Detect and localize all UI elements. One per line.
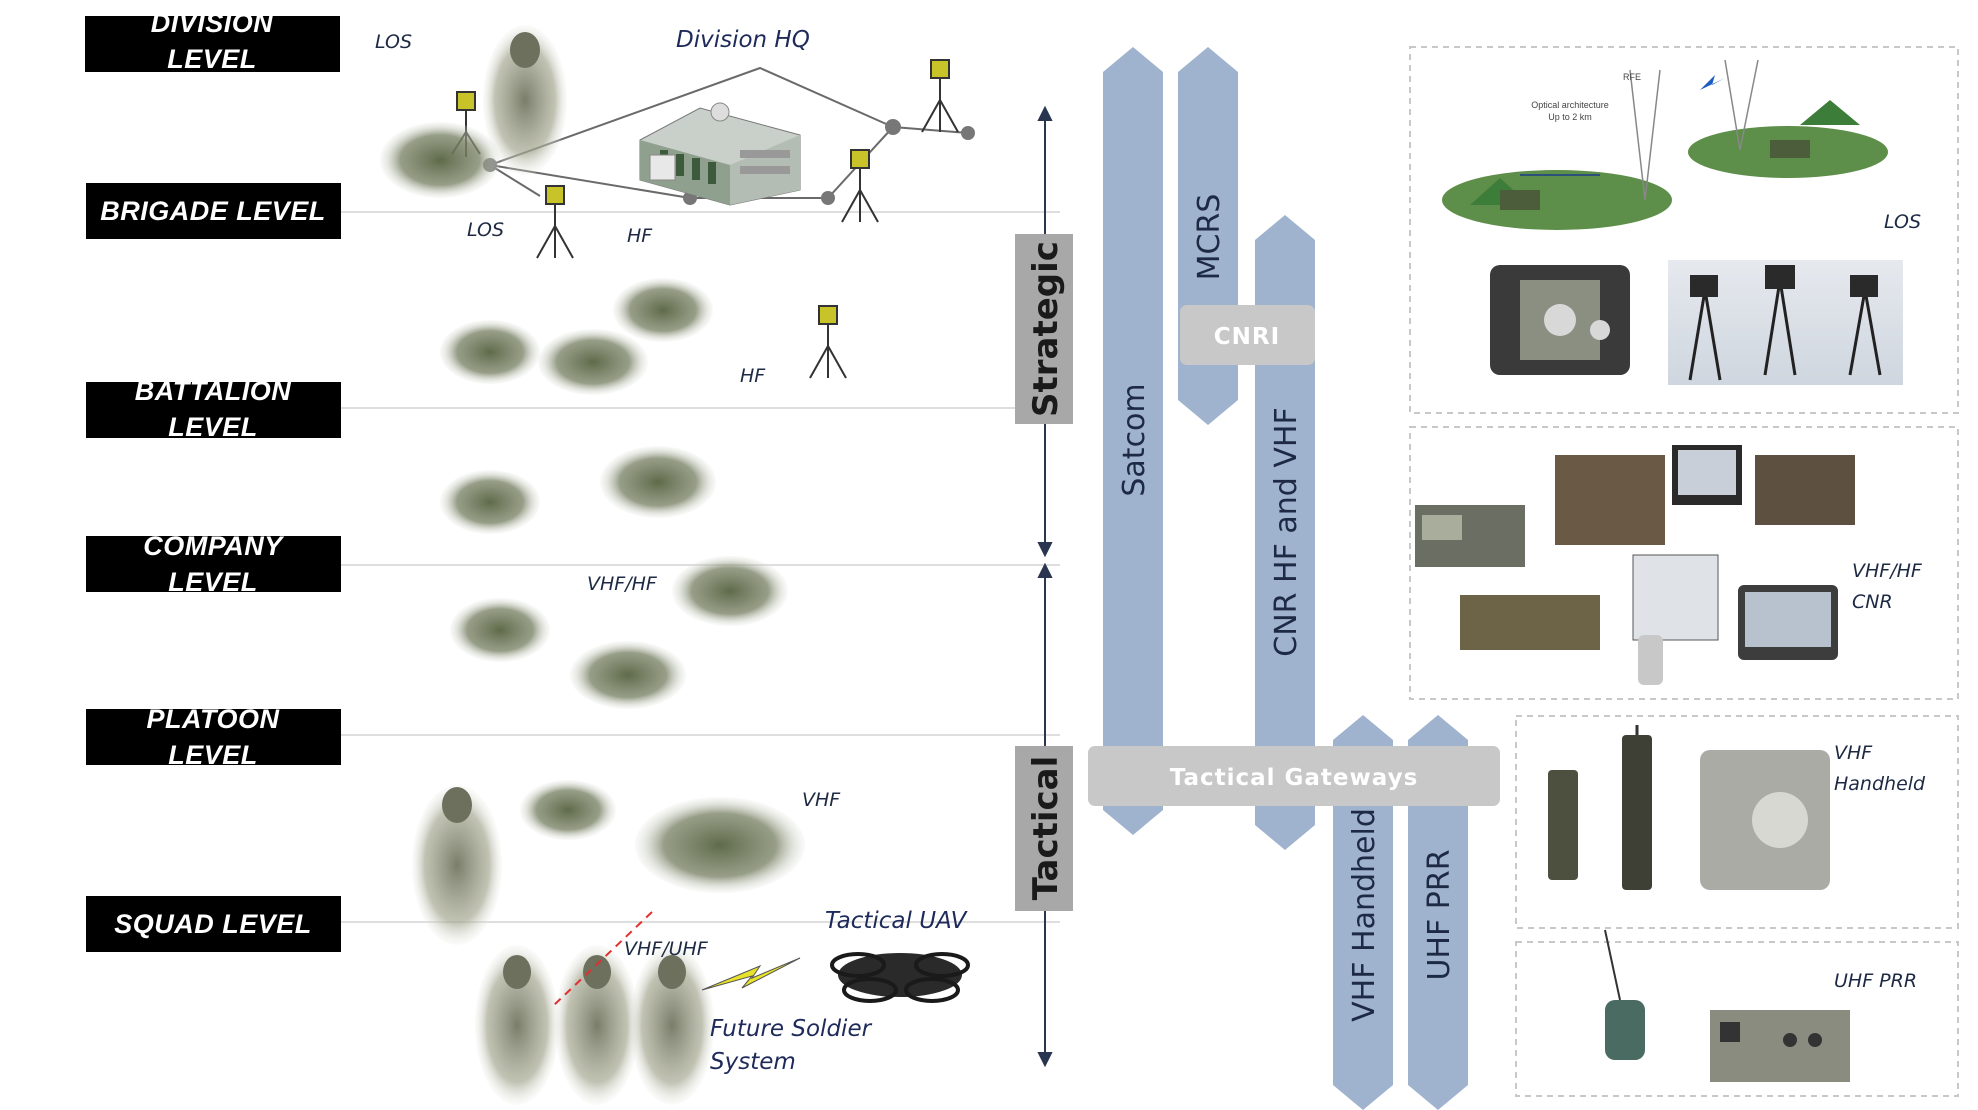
level-label-platoon-1: PLATOON [146,704,279,734]
panel-cnr [1409,426,1959,700]
tactical-gateways: Tactical Gateways [1088,746,1500,806]
arrow-label-cnr-hf-vhf: CNR HF and VHF [1269,407,1304,656]
level-label-brigade: BRIGADE LEVEL [100,196,326,226]
gateway-label-tactical: Tactical Gateways [1170,765,1419,791]
panel-handheld [1515,715,1959,929]
arrow-cnr-hf-vhf: CNR HF and VHF [1255,215,1315,850]
arrow-satcom: Satcom [1103,47,1163,835]
level-box-company: COMPANY LEVEL [86,531,341,597]
level-label-division-2: LEVEL [167,44,257,74]
vehicle-photo [380,122,805,893]
uhf-prr-equipment-photo [1604,929,1850,1082]
label-hf-1: HF [627,225,653,247]
panel-label-handheld-2: Handheld [1834,773,1926,795]
label-los-division: LOS [375,31,412,53]
panel-label-prr: UHF PRR [1834,970,1917,992]
strategic-band: Strategic [1015,234,1073,424]
level-label-company-1: COMPANY [143,531,285,561]
cnri-gateway: CNRI [1180,305,1315,365]
photo-caption-1: Optical architecture [1531,100,1609,110]
level-box-squad: SQUAD LEVEL [86,896,341,952]
panel-label-cnr-1: VHF/HF [1852,560,1923,582]
label-future-soldier-1: Future Soldier [710,1016,873,1042]
panel-prr [1515,941,1959,1097]
arrow-mcrs: MCRS [1178,47,1238,425]
level-box-platoon: PLATOON LEVEL [86,704,341,770]
tactical-uav-icon [830,952,970,1003]
label-division-hq: Division HQ [676,27,810,53]
level-box-division: DIVISION LEVEL [85,8,340,74]
label-tactical-uav: Tactical UAV [825,908,969,934]
los-site-illustration: Optical architecture Up to 2 km RFE [1442,59,1888,230]
soldier-photo [412,25,714,1105]
gateway-label-cnri: CNRI [1214,324,1280,350]
photo-caption-2: Up to 2 km [1548,112,1592,122]
label-vhf: VHF [802,789,841,811]
level-label-platoon-2: LEVEL [168,740,258,770]
label-los-brigade: LOS [467,219,504,241]
panel-label-cnr-2: CNR [1852,591,1893,613]
arrow-vhf-handheld: VHF Handheld [1333,715,1393,1110]
photo-caption-3: RFE [1623,72,1641,82]
level-label-squad: SQUAD LEVEL [114,909,312,939]
label-vhf-uhf: VHF/UHF [624,938,709,960]
level-label-battalion-1: BATTALION [135,376,291,406]
band-label-tactical: Tactical [1026,756,1066,901]
arrow-label-mcrs: MCRS [1192,194,1227,281]
label-hf-2: HF [740,365,766,387]
arrow-label-vhf-handheld: VHF Handheld [1347,808,1382,1022]
panel-label-los: LOS [1884,211,1921,233]
lightning-bolt-icon [701,957,801,991]
level-label-division-1: DIVISION [151,8,274,38]
label-vhf-hf: VHF/HF [587,573,658,595]
division-hq-building-icon [639,102,801,206]
cnr-radio-equipment-photo [1415,445,1855,685]
radio-relay-equipment-photo [1490,265,1630,375]
arrow-uhf-prr: UHF PRR [1408,715,1468,1110]
label-future-soldier-2: System [710,1049,796,1075]
panel-label-handheld-1: VHF [1834,742,1873,764]
snow-antenna-photo [1668,260,1903,385]
vhf-uhf-link-line [552,911,653,1007]
level-box-battalion: BATTALION LEVEL [86,376,341,442]
level-label-battalion-2: LEVEL [168,412,258,442]
arrow-label-uhf-prr: UHF PRR [1422,849,1457,980]
arrow-label-satcom: Satcom [1117,383,1152,496]
panel-los [1409,46,1959,414]
tactical-band: Tactical [1015,746,1073,911]
level-label-company-2: LEVEL [168,567,258,597]
handheld-radio-photo [1548,725,1830,890]
level-box-brigade: BRIGADE LEVEL [86,183,341,239]
band-label-strategic: Strategic [1026,241,1066,417]
